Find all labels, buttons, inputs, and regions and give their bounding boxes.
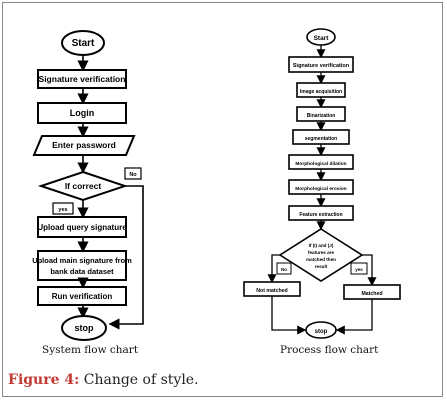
right-match-decision (278, 228, 364, 282)
right-stop-node (305, 321, 337, 339)
system-flow-chart-title: System flow chart (42, 344, 139, 356)
left-upload-main-text-1: Upload main signature from (32, 256, 132, 265)
right-binarization-text: Binarization (307, 113, 336, 119)
right-cond-text-1: If (I) and (J) (309, 243, 334, 248)
figure-caption-label: Figure 4: (8, 372, 80, 388)
left-enter-password-box (32, 135, 136, 156)
right-morph-dilation-text: Morphological dilation (295, 161, 346, 167)
right-feature-extraction-text: Feature extraction (299, 212, 342, 218)
left-stop-node (61, 315, 107, 341)
right-matched-text: Matched (361, 291, 382, 297)
system-flow-chart (32, 30, 144, 341)
right-yes-label-box (350, 262, 368, 275)
right-signature-verification-text: Signature verification (293, 63, 350, 69)
right-not-matched-text: Not matched (256, 288, 287, 294)
left-yes-label-box (52, 202, 74, 215)
right-cond-text-2: features are (308, 250, 334, 255)
left-yes-text: yes (58, 207, 67, 213)
left-login-text: Login (70, 108, 95, 118)
left-no-label-box (124, 167, 142, 180)
right-cond-text-3: matched then (306, 257, 336, 262)
left-signature-verification-box (37, 69, 127, 89)
left-upload-main-text-2: bank data dataset (50, 267, 114, 276)
right-cond-text-4: result (315, 264, 328, 269)
left-upload-main-box (37, 250, 127, 281)
left-no-text: No (129, 172, 137, 178)
right-no-label-box (276, 262, 292, 275)
right-start-text: Start (314, 35, 330, 42)
left-start-text: Start (72, 38, 95, 49)
right-segmentation-text: segmentation (305, 136, 338, 142)
left-enter-password-text: Enter password (52, 140, 116, 150)
right-no-text: No (281, 267, 287, 272)
right-stop-text: stop (315, 329, 328, 335)
left-if-correct-text: If correct (65, 181, 102, 191)
process-flow-chart (243, 28, 401, 339)
left-run-verification-box (37, 286, 127, 306)
left-signature-verification-text: Signature verification (39, 74, 126, 84)
right-image-acquisition-text: Image acquisition (300, 89, 342, 95)
left-upload-query-box (37, 216, 127, 238)
left-run-verification-text: Run verification (52, 292, 113, 301)
left-stop-text: stop (75, 323, 95, 333)
right-yes-text: yes (355, 267, 363, 272)
left-login-box (37, 102, 127, 124)
left-upload-query-text: Upload query signature (37, 223, 127, 232)
figure-caption: Figure 4: Change of style. (8, 372, 199, 388)
figure-caption-text: Change of style. (83, 372, 199, 388)
right-morph-erosion-text: Morphological erosion (295, 186, 347, 192)
process-flow-chart-title: Process flow chart (280, 344, 379, 356)
